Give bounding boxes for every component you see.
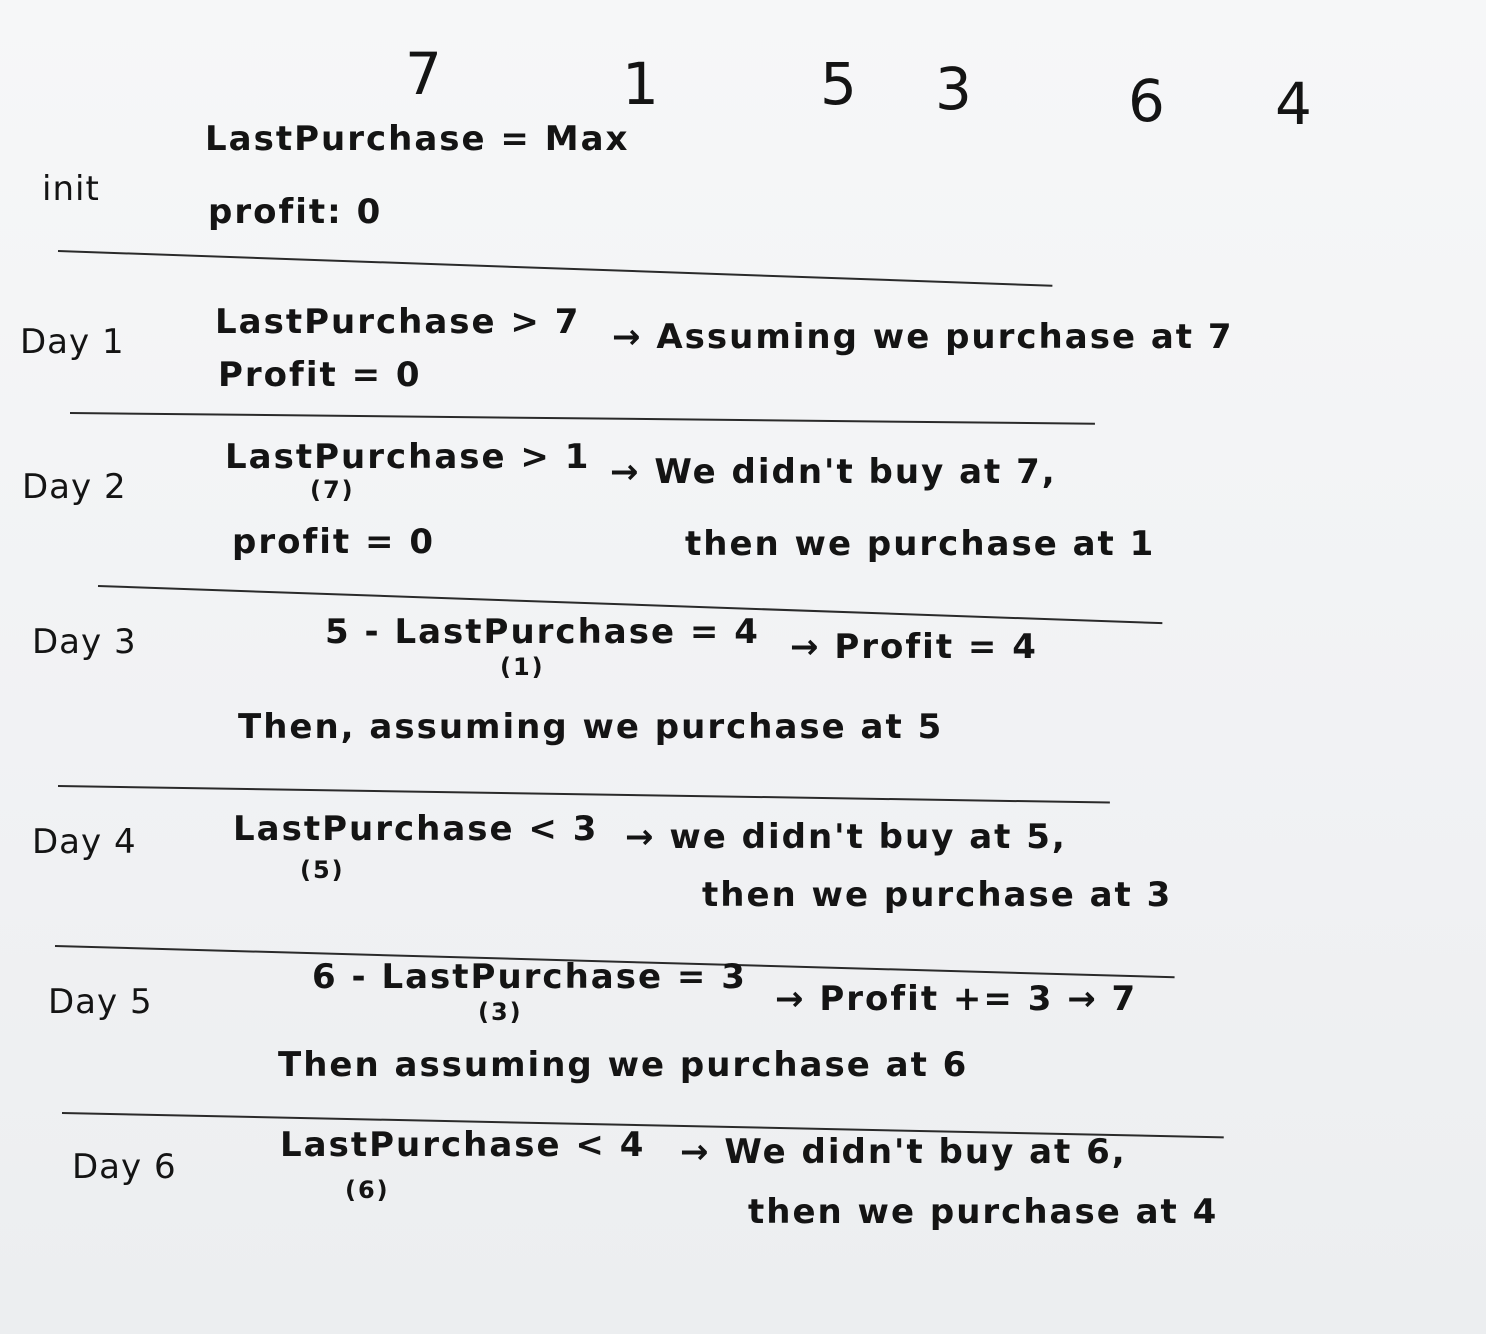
day2-expr: LastPurchase > 1 xyxy=(225,437,591,477)
day1-note: → Assuming we purchase at 7 xyxy=(612,317,1234,357)
day1-profit: Profit = 0 xyxy=(218,355,422,395)
divider-4 xyxy=(57,785,1110,804)
day6-note1: → We didn't buy at 6, xyxy=(680,1132,1127,1172)
day3-expr: 5 - LastPurchase = 4 xyxy=(325,612,760,652)
day5-note2: Then assuming we purchase at 6 xyxy=(278,1045,969,1085)
day2-profit: profit = 0 xyxy=(232,522,435,562)
price-6: 6 xyxy=(1128,67,1165,135)
price-7: 7 xyxy=(405,40,442,108)
day5-sub: (3) xyxy=(478,998,523,1026)
init-label: init xyxy=(42,169,100,209)
day4-label: Day 4 xyxy=(32,822,137,862)
day3-sub: (1) xyxy=(500,653,545,681)
divider-1 xyxy=(57,250,1053,287)
day6-sub: (6) xyxy=(345,1176,390,1204)
divider-2 xyxy=(69,412,1095,425)
day5-note1: → Profit += 3 → 7 xyxy=(775,979,1138,1019)
day2-sub: (7) xyxy=(310,476,355,504)
day2-note2: then we purchase at 1 xyxy=(685,524,1156,564)
day4-note1: → we didn't buy at 5, xyxy=(625,817,1067,857)
price-3: 3 xyxy=(935,55,972,123)
price-4: 4 xyxy=(1275,70,1312,138)
day6-label: Day 6 xyxy=(72,1147,177,1187)
day1-expr: LastPurchase > 7 xyxy=(215,302,581,342)
day2-note1: → We didn't buy at 7, xyxy=(610,452,1057,492)
day5-label: Day 5 xyxy=(48,982,153,1022)
day3-note1: → Profit = 4 xyxy=(790,627,1038,667)
day1-label: Day 1 xyxy=(20,322,125,362)
day6-note2: then we purchase at 4 xyxy=(748,1192,1219,1232)
price-1: 1 xyxy=(622,50,659,118)
day4-expr: LastPurchase < 3 xyxy=(233,809,599,849)
init-last-purchase: LastPurchase = Max xyxy=(205,119,630,159)
day2-label: Day 2 xyxy=(22,467,127,507)
day3-label: Day 3 xyxy=(32,622,137,662)
day4-note2: then we purchase at 3 xyxy=(702,875,1173,915)
day6-expr: LastPurchase < 4 xyxy=(280,1125,646,1165)
day4-sub: (5) xyxy=(300,856,345,884)
day5-expr: 6 - LastPurchase = 3 xyxy=(312,957,747,997)
day3-note2: Then, assuming we purchase at 5 xyxy=(238,707,944,747)
price-5: 5 xyxy=(820,50,857,118)
init-profit: profit: 0 xyxy=(208,192,383,232)
